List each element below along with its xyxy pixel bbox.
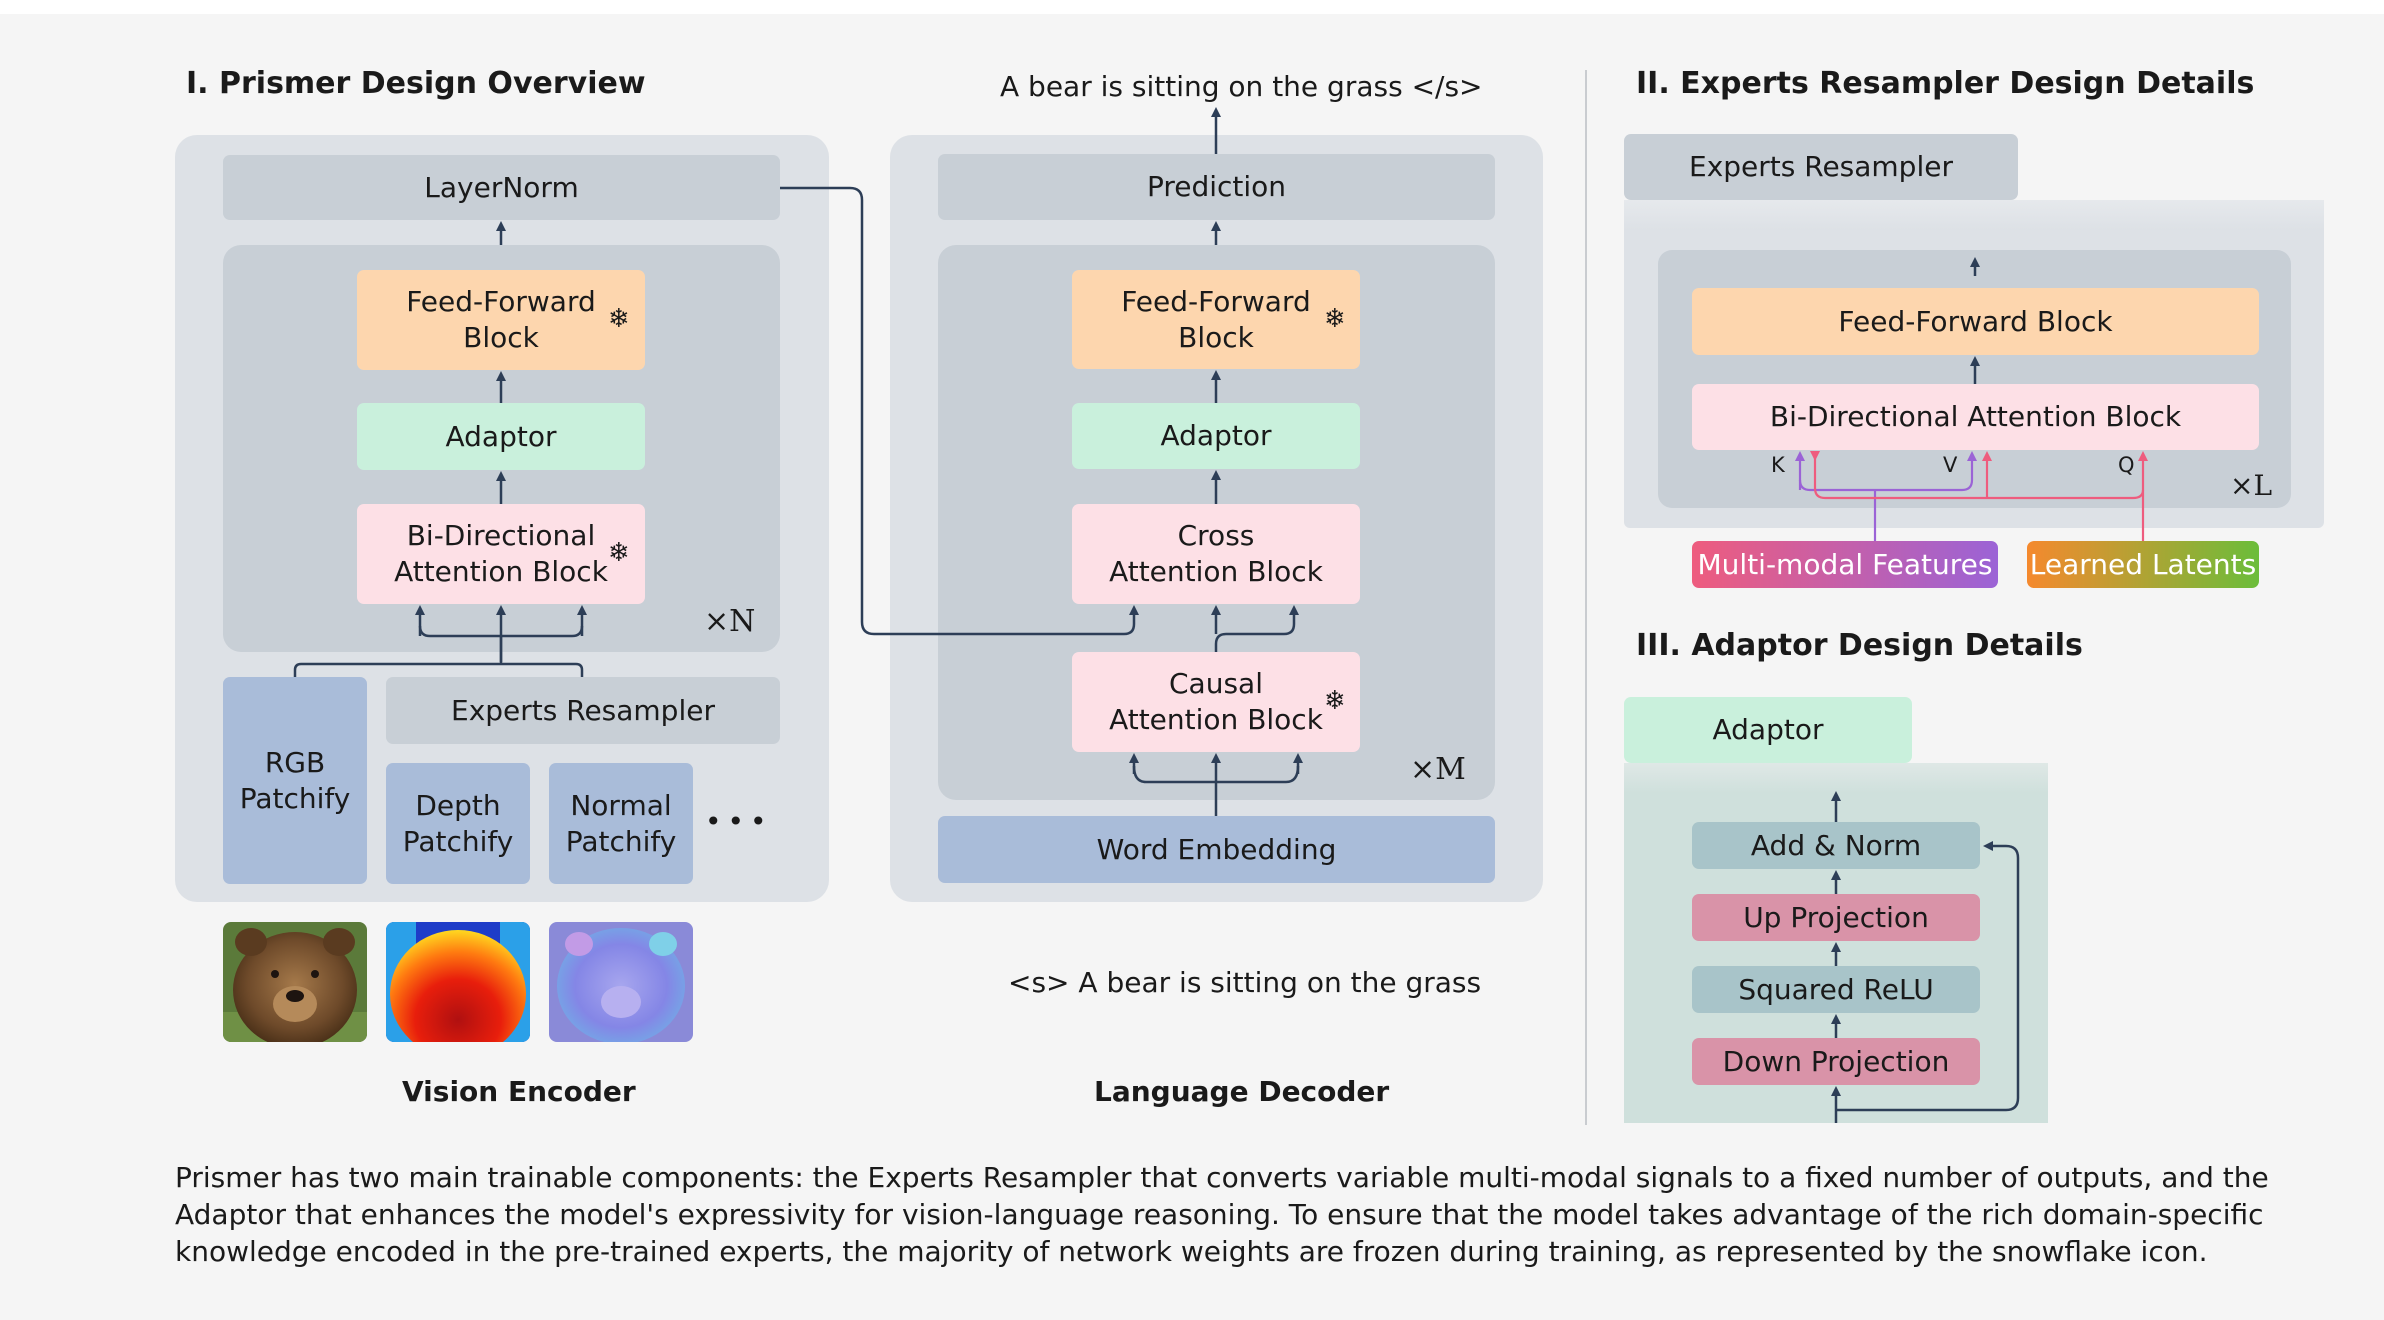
down-projection-block: Down Projection (1692, 1038, 1980, 1085)
query-label: Q (2118, 453, 2135, 477)
more-experts-ellipsis: ••• (705, 805, 773, 838)
prediction-block: Prediction (938, 154, 1495, 220)
experts-resampler-block: Experts Resampler (386, 677, 780, 744)
value-label: V (1943, 453, 1958, 477)
encoder-layernorm-block: LayerNorm (223, 155, 780, 220)
key-label: K (1771, 453, 1785, 477)
resampler-ffn-block: Feed-Forward Block (1692, 288, 2259, 355)
snowflake-icon: ❄ (1324, 686, 1346, 716)
normal-patchify-block: Normal Patchify (549, 763, 693, 884)
up-projection-block: Up Projection (1692, 894, 1980, 941)
word-embedding-block: Word Embedding (938, 816, 1495, 883)
resampler-details-title: II. Experts Resampler Design Details (1636, 66, 2255, 101)
add-norm-block: Add & Norm (1692, 822, 1980, 869)
decoder-adaptor-block: Adaptor (1072, 403, 1360, 469)
figure-caption: Prismer has two main trainable component… (175, 1161, 2269, 1268)
encoder-repeat-label: ×N (704, 604, 756, 639)
resampler-repeat-label: ×L (2230, 469, 2273, 502)
decoder-output-text: A bear is sitting on the grass </s> (1000, 70, 1483, 103)
rgb-patchify-block: RGB Patchify (223, 677, 367, 884)
rgb-bear-image (223, 922, 367, 1042)
snowflake-icon: ❄ (1324, 304, 1346, 334)
encoder-ffn-block: Feed-Forward Block (357, 270, 645, 370)
section-divider (1585, 70, 1587, 1125)
encoder-attention-block: Bi-Directional Attention Block (357, 504, 645, 604)
decoder-ffn-block: Feed-Forward Block (1072, 270, 1360, 369)
resampler-header-block: Experts Resampler (1624, 134, 2018, 200)
learned-latents-block: Learned Latents (2027, 541, 2259, 588)
depth-patchify-block: Depth Patchify (386, 763, 530, 884)
snowflake-icon: ❄ (608, 538, 630, 568)
vision-encoder-label: Vision Encoder (402, 1075, 636, 1108)
cross-attention-block: Cross Attention Block (1072, 504, 1360, 604)
resampler-attention-block: Bi-Directional Attention Block (1692, 384, 2259, 450)
normal-bear-image (549, 922, 693, 1042)
top-strip (0, 0, 2384, 14)
decoder-input-text: <s> A bear is sitting on the grass (1008, 966, 1482, 999)
squared-relu-block: Squared ReLU (1692, 966, 1980, 1013)
overview-title: I. Prismer Design Overview (186, 66, 646, 101)
decoder-repeat-label: ×M (1410, 752, 1466, 787)
multimodal-features-block: Multi-modal Features (1692, 541, 1998, 588)
adaptor-header-block: Adaptor (1624, 697, 1912, 763)
depth-bear-image (386, 922, 530, 1042)
causal-attention-block: Causal Attention Block (1072, 652, 1360, 752)
language-decoder-label: Language Decoder (1094, 1075, 1390, 1108)
snowflake-icon: ❄ (608, 304, 630, 334)
encoder-adaptor-block: Adaptor (357, 403, 645, 470)
adaptor-details-title: III. Adaptor Design Details (1636, 628, 2083, 663)
